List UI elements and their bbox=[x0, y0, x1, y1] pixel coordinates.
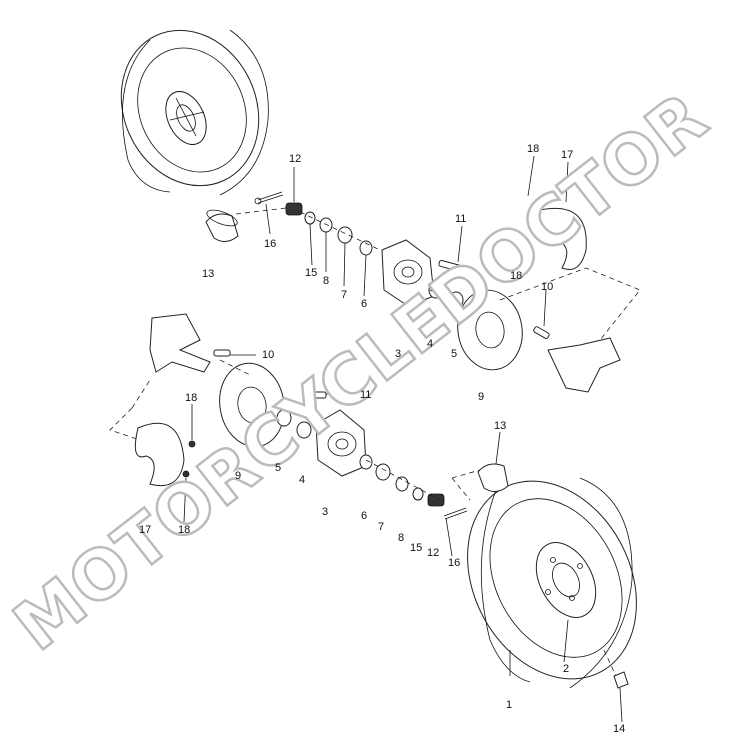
callout-label: 10 bbox=[541, 281, 553, 293]
callout-label: 11 bbox=[360, 389, 371, 401]
rim-bottom-right bbox=[535, 542, 597, 618]
bearing-top bbox=[428, 281, 464, 309]
callout-label: 8 bbox=[323, 275, 329, 287]
bolt-11-mid bbox=[311, 391, 327, 399]
callout-label: 15 bbox=[410, 542, 422, 554]
callout-label: 12 bbox=[427, 547, 439, 559]
callout-label: 7 bbox=[341, 289, 347, 301]
callout-label: 10 bbox=[262, 349, 274, 361]
callout-label: 16 bbox=[448, 557, 460, 569]
bolt-10-right bbox=[533, 326, 550, 339]
bolt-10-left bbox=[213, 349, 231, 357]
callout-label: 11 bbox=[455, 213, 466, 225]
rim-top-left bbox=[165, 91, 207, 145]
callout-label: 8 bbox=[398, 532, 404, 544]
callout-labels: 12 16 13 15 8 7 6 11 18 17 18 10 3 4 5 9… bbox=[139, 143, 625, 735]
callout-label: 9 bbox=[235, 470, 241, 482]
tire-top-left bbox=[120, 29, 269, 196]
assembly-dashed-lines bbox=[109, 207, 641, 677]
callout-label: 5 bbox=[275, 462, 281, 474]
callout-label: 5 bbox=[451, 348, 457, 360]
washers-bottom bbox=[359, 454, 424, 501]
callout-label: 13 bbox=[494, 420, 506, 432]
knuckle-left bbox=[149, 313, 211, 373]
brake-disc-left bbox=[219, 362, 285, 448]
callout-label: 18 bbox=[178, 524, 190, 536]
callout-label: 4 bbox=[299, 474, 305, 486]
callout-label: 9 bbox=[478, 391, 484, 403]
dust-cap-top bbox=[205, 209, 239, 242]
bolt-11-top bbox=[438, 259, 466, 273]
castle-nut-top bbox=[285, 202, 303, 216]
callout-label: 3 bbox=[322, 506, 328, 518]
knuckle-right bbox=[547, 337, 621, 393]
callout-label: 13 bbox=[202, 268, 214, 280]
callout-label: 18 bbox=[527, 143, 539, 155]
brake-plate-left bbox=[134, 422, 185, 486]
valve-stem bbox=[613, 671, 629, 689]
callout-label: 16 bbox=[264, 238, 276, 250]
brake-plate-right bbox=[538, 207, 587, 270]
callout-label: 17 bbox=[561, 149, 573, 161]
callout-label: 6 bbox=[361, 298, 367, 310]
callout-label: 2 bbox=[563, 663, 569, 675]
screw-18-left bbox=[182, 440, 196, 478]
callout-label: 17 bbox=[139, 524, 151, 536]
cotter-pin-bottom bbox=[443, 507, 468, 520]
brake-disc-right bbox=[457, 289, 523, 371]
callout-label: 7 bbox=[378, 521, 384, 533]
bearing-mid bbox=[276, 409, 312, 439]
cotter-pin-top bbox=[254, 191, 284, 205]
callout-label: 18 bbox=[510, 270, 522, 282]
callout-label: 14 bbox=[613, 723, 625, 735]
callout-label: 3 bbox=[395, 348, 401, 360]
callout-label: 18 bbox=[185, 392, 197, 404]
callout-label: 4 bbox=[427, 338, 433, 350]
leader-lines bbox=[183, 155, 623, 723]
washers-top bbox=[304, 211, 373, 256]
callout-label: 1 bbox=[506, 699, 512, 711]
callout-label: 12 bbox=[289, 153, 301, 165]
callout-label: 15 bbox=[305, 267, 317, 279]
tire-bottom-right bbox=[467, 477, 637, 689]
dust-cap-bottom bbox=[477, 463, 509, 492]
castle-nut-bottom bbox=[427, 493, 445, 507]
callout-label: 6 bbox=[361, 510, 367, 522]
